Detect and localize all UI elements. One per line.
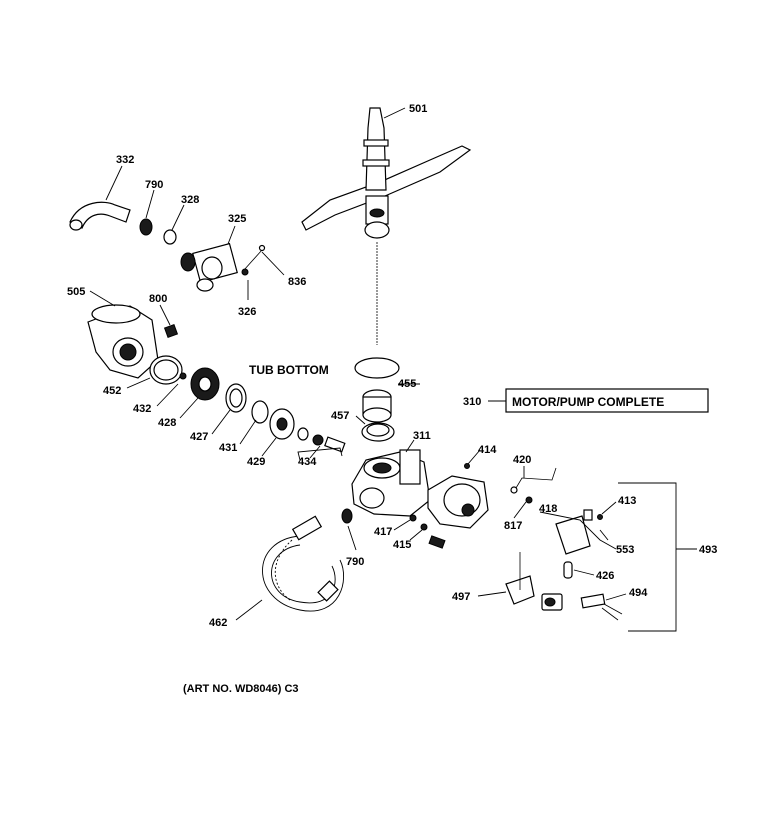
- pump-body-311: [351, 449, 431, 517]
- spray-arm-assembly: [301, 107, 472, 345]
- label-817: 817: [504, 520, 522, 532]
- label-427: 427: [190, 431, 208, 443]
- label-494: 494: [629, 587, 648, 599]
- label-428: 428: [158, 417, 176, 429]
- disc-427: [225, 383, 247, 413]
- label-418: 418: [539, 503, 557, 515]
- label-420: 420: [513, 454, 531, 466]
- label-426: 426: [596, 570, 614, 582]
- label-415: 415: [393, 539, 411, 551]
- sensor-494: [580, 593, 623, 621]
- label-497: 497: [452, 591, 470, 603]
- label-452: 452: [103, 385, 121, 397]
- part-labels: 501 332 790 328 325 836 326 505 800 TUB …: [67, 103, 717, 695]
- spring-790-bottom: [341, 508, 353, 524]
- motor: [409, 463, 489, 549]
- label-493: 493: [699, 544, 717, 556]
- label-311: 311: [413, 430, 431, 442]
- impeller-429: [269, 408, 295, 440]
- label-328: 328: [181, 194, 199, 206]
- label-417: 417: [374, 526, 392, 538]
- housing-505: [87, 304, 179, 379]
- drain-hose-462: [262, 515, 344, 612]
- label-414: 414: [478, 444, 497, 456]
- group-bracket-493: [618, 482, 697, 632]
- label-431: 431: [219, 442, 237, 454]
- label-325: 325: [228, 213, 246, 225]
- label-332: 332: [116, 154, 134, 166]
- label-motor-pump-complete: MOTOR/PUMP COMPLETE: [512, 395, 664, 409]
- valve-325: [180, 242, 266, 292]
- bracket-420: [510, 467, 557, 504]
- label-790-bottom: 790: [346, 556, 364, 568]
- label-462: 462: [209, 617, 227, 629]
- label-455: 455: [398, 378, 416, 390]
- label-432: 432: [133, 403, 151, 415]
- label-434: 434: [298, 456, 317, 468]
- pin-426: [563, 561, 573, 579]
- ring-431: [251, 400, 269, 424]
- seal-455: [354, 357, 400, 423]
- label-413: 413: [618, 495, 636, 507]
- label-310: 310: [463, 396, 481, 408]
- label-553: 553: [616, 544, 634, 556]
- art-number: (ART NO. WD8046) C3: [183, 683, 299, 695]
- label-457: 457: [331, 410, 349, 422]
- label-326: 326: [238, 306, 256, 318]
- motor-pump-complete-box: [488, 388, 709, 413]
- bracket-497: [505, 552, 563, 611]
- label-tub-bottom: TUB BOTTOM: [249, 363, 329, 377]
- ring-328: [163, 229, 177, 245]
- impeller-428: [190, 367, 220, 401]
- label-790-top: 790: [145, 179, 163, 191]
- label-836: 836: [288, 276, 306, 288]
- label-505: 505: [67, 286, 85, 298]
- hose-332: [69, 201, 131, 231]
- clamp-452: [149, 355, 187, 385]
- label-800: 800: [149, 293, 167, 305]
- label-501: 501: [409, 103, 427, 115]
- label-429: 429: [247, 456, 265, 468]
- leader-lines: [89, 107, 627, 621]
- clamp-457: [361, 422, 395, 442]
- spring-790-top: [139, 218, 153, 236]
